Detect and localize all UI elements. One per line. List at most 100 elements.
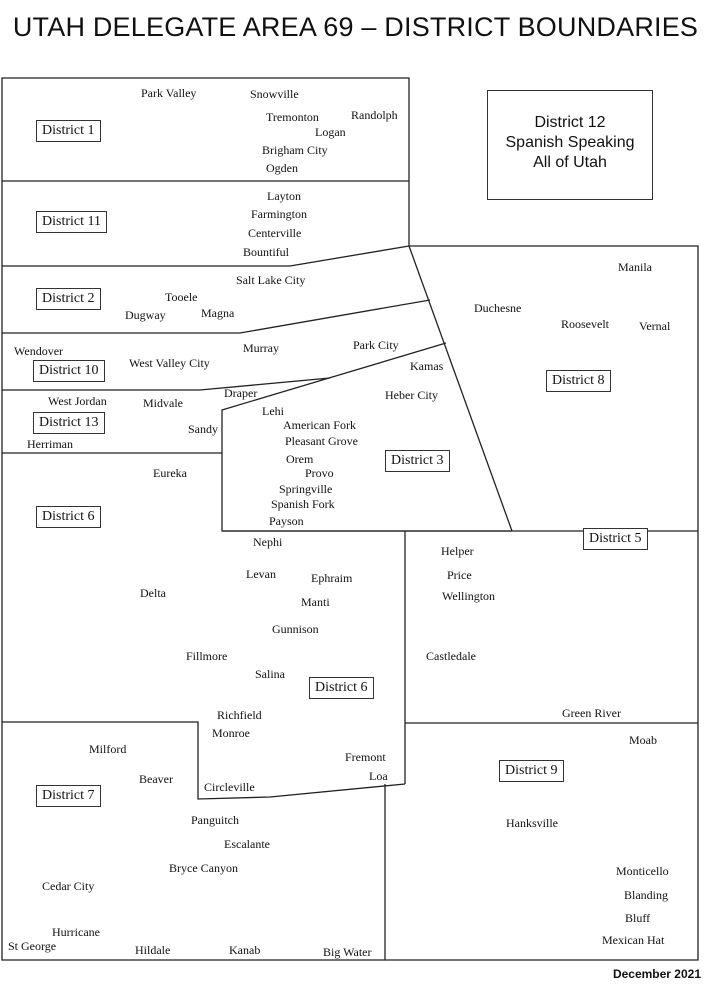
- town-green-river: Green River: [562, 706, 621, 720]
- town-escalante: Escalante: [224, 837, 270, 851]
- town-wellington: Wellington: [442, 589, 496, 603]
- town-st-george: St George: [8, 939, 57, 953]
- town-spanish-fork: Spanish Fork: [271, 497, 335, 511]
- district-8-label: District 8: [546, 370, 611, 392]
- town-big-water: Big Water: [323, 945, 372, 959]
- town-hurricane: Hurricane: [52, 925, 100, 939]
- town-monticello: Monticello: [616, 864, 669, 878]
- town-dugway: Dugway: [125, 308, 166, 322]
- town-west-jordan: West Jordan: [48, 394, 107, 408]
- town-pleasant-grove: Pleasant Grove: [285, 434, 358, 448]
- district-12-label: District 12: [534, 114, 606, 131]
- town-circleville: Circleville: [204, 780, 255, 794]
- town-provo: Provo: [305, 466, 334, 480]
- town-fremont: Fremont: [345, 750, 386, 764]
- boundary-d11-d2-diag: [289, 245, 410, 267]
- town-heber-city: Heber City: [385, 388, 438, 402]
- district-12-box: District 12 Spanish Speaking All of Utah: [487, 90, 653, 200]
- district-6-label: District 6: [36, 506, 101, 528]
- town-springville: Springville: [279, 482, 333, 496]
- town-orem: Orem: [286, 452, 314, 466]
- town-wendover: Wendover: [14, 344, 64, 358]
- town-manti: Manti: [301, 595, 330, 609]
- town-lehi: Lehi: [262, 404, 284, 418]
- town-delta: Delta: [140, 586, 166, 600]
- town-manila: Manila: [618, 260, 652, 274]
- town-price: Price: [447, 568, 472, 582]
- town-logan: Logan: [315, 125, 346, 139]
- town-mexican-hat: Mexican Hat: [602, 933, 665, 947]
- town-bountiful: Bountiful: [243, 245, 290, 259]
- district-12-coverage: All of Utah: [533, 154, 607, 171]
- town-salt-lake-city: Salt Lake City: [236, 273, 306, 287]
- town-beaver: Beaver: [139, 772, 173, 786]
- town-bryce-canyon: Bryce Canyon: [169, 861, 238, 875]
- town-blanding: Blanding: [624, 888, 668, 902]
- town-farmington: Farmington: [251, 207, 307, 221]
- town-randolph: Randolph: [351, 108, 398, 122]
- district-2-label: District 2: [36, 288, 101, 310]
- town-hildale: Hildale: [135, 943, 171, 957]
- district-6-label-south: District 6: [309, 677, 374, 699]
- boundary-d2-d10: [2, 299, 431, 334]
- town-park-valley: Park Valley: [141, 86, 197, 100]
- boundary-d10-d13: [2, 377, 331, 391]
- town-snowville: Snowville: [250, 87, 299, 101]
- town-kanab: Kanab: [229, 943, 261, 957]
- town-tremonton: Tremonton: [266, 110, 319, 124]
- town-brigham-city: Brigham City: [262, 143, 328, 157]
- district-11-label: District 11: [36, 211, 107, 233]
- boundary-d9: [385, 531, 699, 961]
- town-moab: Moab: [629, 733, 657, 747]
- town-levan: Levan: [246, 567, 276, 581]
- district-13-label: District 13: [33, 412, 105, 434]
- town-salina: Salina: [255, 667, 285, 681]
- town-west-valley-city: West Valley City: [129, 356, 210, 370]
- town-fillmore: Fillmore: [186, 649, 228, 663]
- town-bluff: Bluff: [625, 911, 651, 925]
- town-monroe: Monroe: [212, 726, 250, 740]
- date-stamp: December 2021: [612, 967, 701, 981]
- district-7-label: District 7: [36, 785, 101, 807]
- town-richfield: Richfield: [217, 708, 262, 722]
- boundary-north-block: [1, 77, 410, 961]
- district-5-label: District 5: [583, 528, 648, 550]
- town-layton: Layton: [267, 189, 301, 203]
- boundary-d8-west: [408, 245, 513, 532]
- district-1-label: District 1: [36, 120, 101, 142]
- map-title: UTAH DELEGATE AREA 69 – DISTRICT BOUNDAR…: [12, 12, 699, 42]
- town-ephraim: Ephraim: [311, 571, 353, 585]
- town-castledale: Castledale: [426, 649, 476, 663]
- town-roosevelt: Roosevelt: [561, 317, 609, 331]
- town-herriman: Herriman: [27, 437, 73, 451]
- town-helper: Helper: [441, 544, 474, 558]
- town-panguitch: Panguitch: [191, 813, 239, 827]
- town-hanksville: Hanksville: [506, 816, 558, 830]
- boundary-d8: [409, 245, 699, 531]
- town-midvale: Midvale: [143, 396, 183, 410]
- boundary-d3: [221, 342, 512, 532]
- district-12-language: Spanish Speaking: [505, 134, 635, 151]
- town-draper: Draper: [224, 386, 258, 400]
- boundary-d6-d7: [2, 721, 406, 800]
- district-9-label: District 9: [499, 760, 564, 782]
- town-gunnison: Gunnison: [272, 622, 319, 636]
- town-centerville: Centerville: [248, 226, 302, 240]
- town-loa: Loa: [369, 769, 388, 783]
- town-ogden: Ogden: [266, 161, 298, 175]
- town-sandy: Sandy: [188, 422, 218, 436]
- town-kamas: Kamas: [410, 359, 444, 373]
- district-10-label: District 10: [33, 360, 105, 382]
- town-cedar-city: Cedar City: [42, 879, 95, 893]
- town-magna: Magna: [201, 306, 235, 320]
- town-milford: Milford: [89, 742, 127, 756]
- town-payson: Payson: [269, 514, 304, 528]
- town-park-city: Park City: [353, 338, 399, 352]
- district-3-label: District 3: [385, 450, 450, 472]
- town-american-fork: American Fork: [283, 418, 356, 432]
- town-nephi: Nephi: [253, 535, 283, 549]
- town-tooele: Tooele: [165, 290, 198, 304]
- town-duchesne: Duchesne: [474, 301, 522, 315]
- town-murray: Murray: [243, 341, 279, 355]
